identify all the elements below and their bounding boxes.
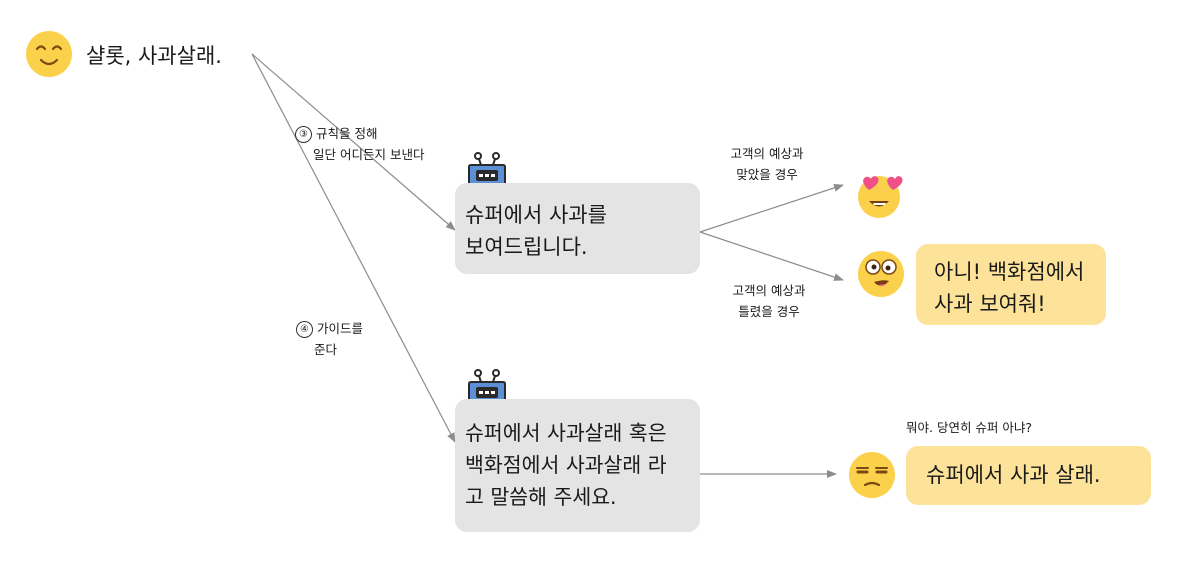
smiling-face-icon xyxy=(26,31,72,77)
annoyed-reply-bubble: 슈퍼에서 사과 살래. xyxy=(906,446,1151,505)
case-wrong-label: 고객의 예상과 틀렸을 경우 xyxy=(714,280,824,322)
arrow-to-dizzy xyxy=(699,231,844,281)
bot2-line2: 백화점에서 사과살래 라 xyxy=(465,453,667,477)
case-wrong-line2: 틀렸을 경우 xyxy=(738,304,800,319)
angry-reply-bubble: 아니! 백화점에서 사과 보여줘! xyxy=(916,244,1106,325)
start-text: 샬롯, 사과살래. xyxy=(86,44,222,68)
bot2-line1: 슈퍼에서 사과살래 혹은 xyxy=(465,421,667,445)
branch-bottom-line2: 준다 xyxy=(314,342,338,357)
heart-eyes-face-icon xyxy=(858,176,903,218)
branch-top-line2: 일단 어디든지 보낸다 xyxy=(313,147,425,162)
case-match-line1: 고객의 예상과 xyxy=(730,146,804,161)
case-match-line2: 맞았을 경우 xyxy=(736,167,798,182)
bot1-line1: 슈퍼에서 사과를 xyxy=(465,203,607,227)
annoyed-caption: 뭐야. 당연히 슈퍼 아냐? xyxy=(906,420,1033,435)
bot1-bubble: 슈퍼에서 사과를 보여드립니다. xyxy=(455,183,700,274)
bot2-bubble: 슈퍼에서 사과살래 혹은 백화점에서 사과살래 라 고 말씀해 주세요. xyxy=(455,399,700,532)
case-match-label: 고객의 예상과 맞았을 경우 xyxy=(712,143,822,185)
branch-bottom-num: ④ xyxy=(296,321,313,338)
branch-bottom-line1: 가이드를 xyxy=(317,321,364,336)
bot2-line3: 고 말씀해 주세요. xyxy=(465,485,617,509)
branch-top-num: ③ xyxy=(295,126,312,143)
arrow-to-love xyxy=(699,184,844,233)
branch-top-line1: 규칙을 정해 xyxy=(316,126,378,141)
branch-bottom-label: ④ 가이드를 준다 xyxy=(296,318,363,360)
branch-top-label: ③ 규칙을 정해 일단 어디든지 보낸다 xyxy=(295,123,424,165)
arrow-to-bot1 xyxy=(251,53,456,231)
arrow-to-bot2 xyxy=(251,53,456,443)
case-wrong-line1: 고객의 예상과 xyxy=(732,283,806,298)
dizzy-face-icon xyxy=(858,251,904,297)
angry-reply-line1: 아니! 백화점에서 xyxy=(934,260,1085,284)
unamused-face-icon xyxy=(849,452,895,498)
bot1-line2: 보여드립니다. xyxy=(465,235,588,259)
annoyed-reply-text: 슈퍼에서 사과 살래. xyxy=(926,463,1101,487)
angry-reply-line2: 사과 보여줘! xyxy=(934,292,1046,316)
